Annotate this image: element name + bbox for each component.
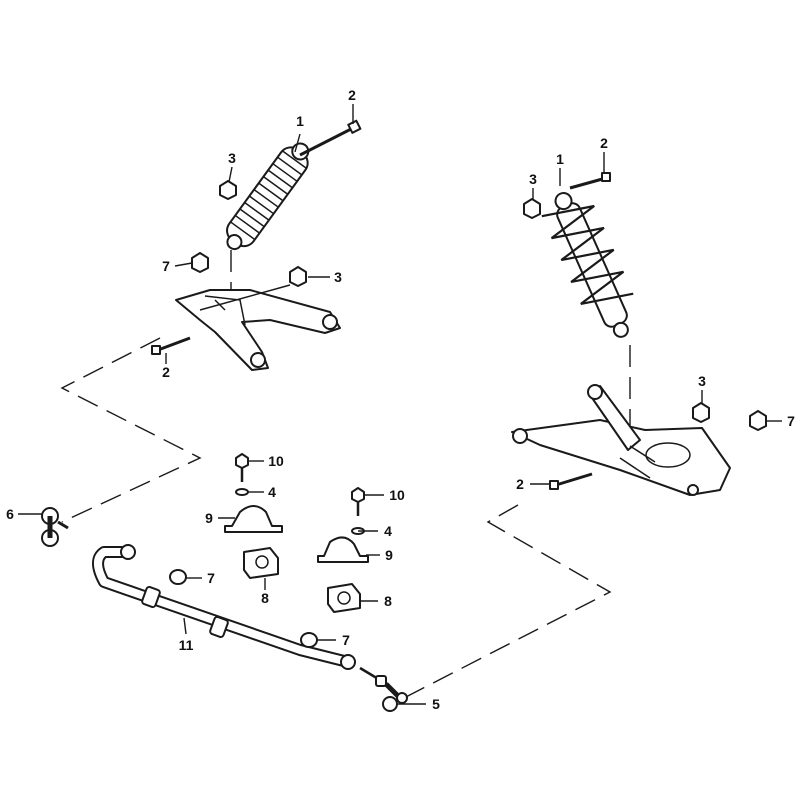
callout-bolt-a: 10 — [268, 453, 284, 469]
right-coilover-shock — [541, 192, 634, 338]
callout-washer-a: 4 — [268, 484, 276, 500]
left-shock-bolt — [299, 119, 362, 157]
callout-right-arm-nut: 3 — [698, 373, 706, 389]
end-link-right — [359, 666, 408, 712]
callout-right-arm-nut-far: 7 — [787, 413, 795, 429]
callout-left-shock-bolt: 2 — [348, 87, 356, 103]
bracket-a — [224, 505, 283, 533]
right-control-arm — [511, 384, 731, 496]
left-shock-absorber — [226, 142, 310, 251]
left-arm-bolt — [151, 336, 191, 355]
callout-labels: 1 2 3 7 3 2 1 2 3 3 7 2 10 4 9 8 10 4 9 … — [6, 87, 795, 712]
bracket-b — [317, 536, 369, 563]
right-shock-bolt — [569, 172, 611, 190]
left-control-arm — [175, 284, 341, 371]
bushing-b — [327, 583, 361, 613]
callout-left-arm-bolt: 2 — [162, 364, 170, 380]
left-arm-nut-top — [191, 252, 209, 273]
right-arm-bolt — [549, 472, 593, 490]
callout-bushing-b: 8 — [384, 593, 392, 609]
right-shock-nut — [523, 198, 541, 219]
bracket-bolt-b — [351, 487, 365, 516]
callout-bracket-a: 9 — [205, 510, 213, 526]
washer-a — [235, 488, 249, 496]
callout-right-shock-nut: 3 — [529, 171, 537, 187]
callout-washer-b: 4 — [384, 523, 392, 539]
callout-bar-nut-right: 7 — [342, 632, 350, 648]
callout-right-shock: 1 — [556, 151, 564, 167]
stabilizer-bar — [92, 544, 356, 670]
callout-end-link-right: 5 — [432, 696, 440, 712]
callout-bar-nut-left: 7 — [207, 570, 215, 586]
end-link-left — [41, 507, 69, 547]
bushing-a — [243, 547, 279, 579]
bar-nut-left — [169, 569, 187, 585]
callout-right-arm-bolt: 2 — [516, 476, 524, 492]
callout-left-shock-nut: 3 — [228, 150, 236, 166]
callout-right-shock-bolt: 2 — [600, 135, 608, 151]
callout-end-link-left: 6 — [6, 506, 14, 522]
left-shock-nut — [219, 180, 237, 200]
callout-bracket-b: 9 — [385, 547, 393, 563]
bracket-bolt-a — [235, 453, 249, 482]
left-arm-nut-right — [289, 266, 307, 287]
callout-left-arm-nut-top: 7 — [162, 258, 170, 274]
callout-left-shock: 1 — [296, 113, 304, 129]
leader-lines — [18, 104, 782, 705]
right-arm-nut — [692, 402, 710, 423]
callout-bolt-b: 10 — [389, 487, 405, 503]
callout-bushing-a: 8 — [261, 590, 269, 606]
right-arm-nut-far — [749, 410, 767, 431]
callout-stabilizer-bar: 11 — [179, 637, 194, 653]
bar-nut-right — [300, 632, 318, 648]
callout-left-arm-nut-right: 3 — [334, 269, 342, 285]
